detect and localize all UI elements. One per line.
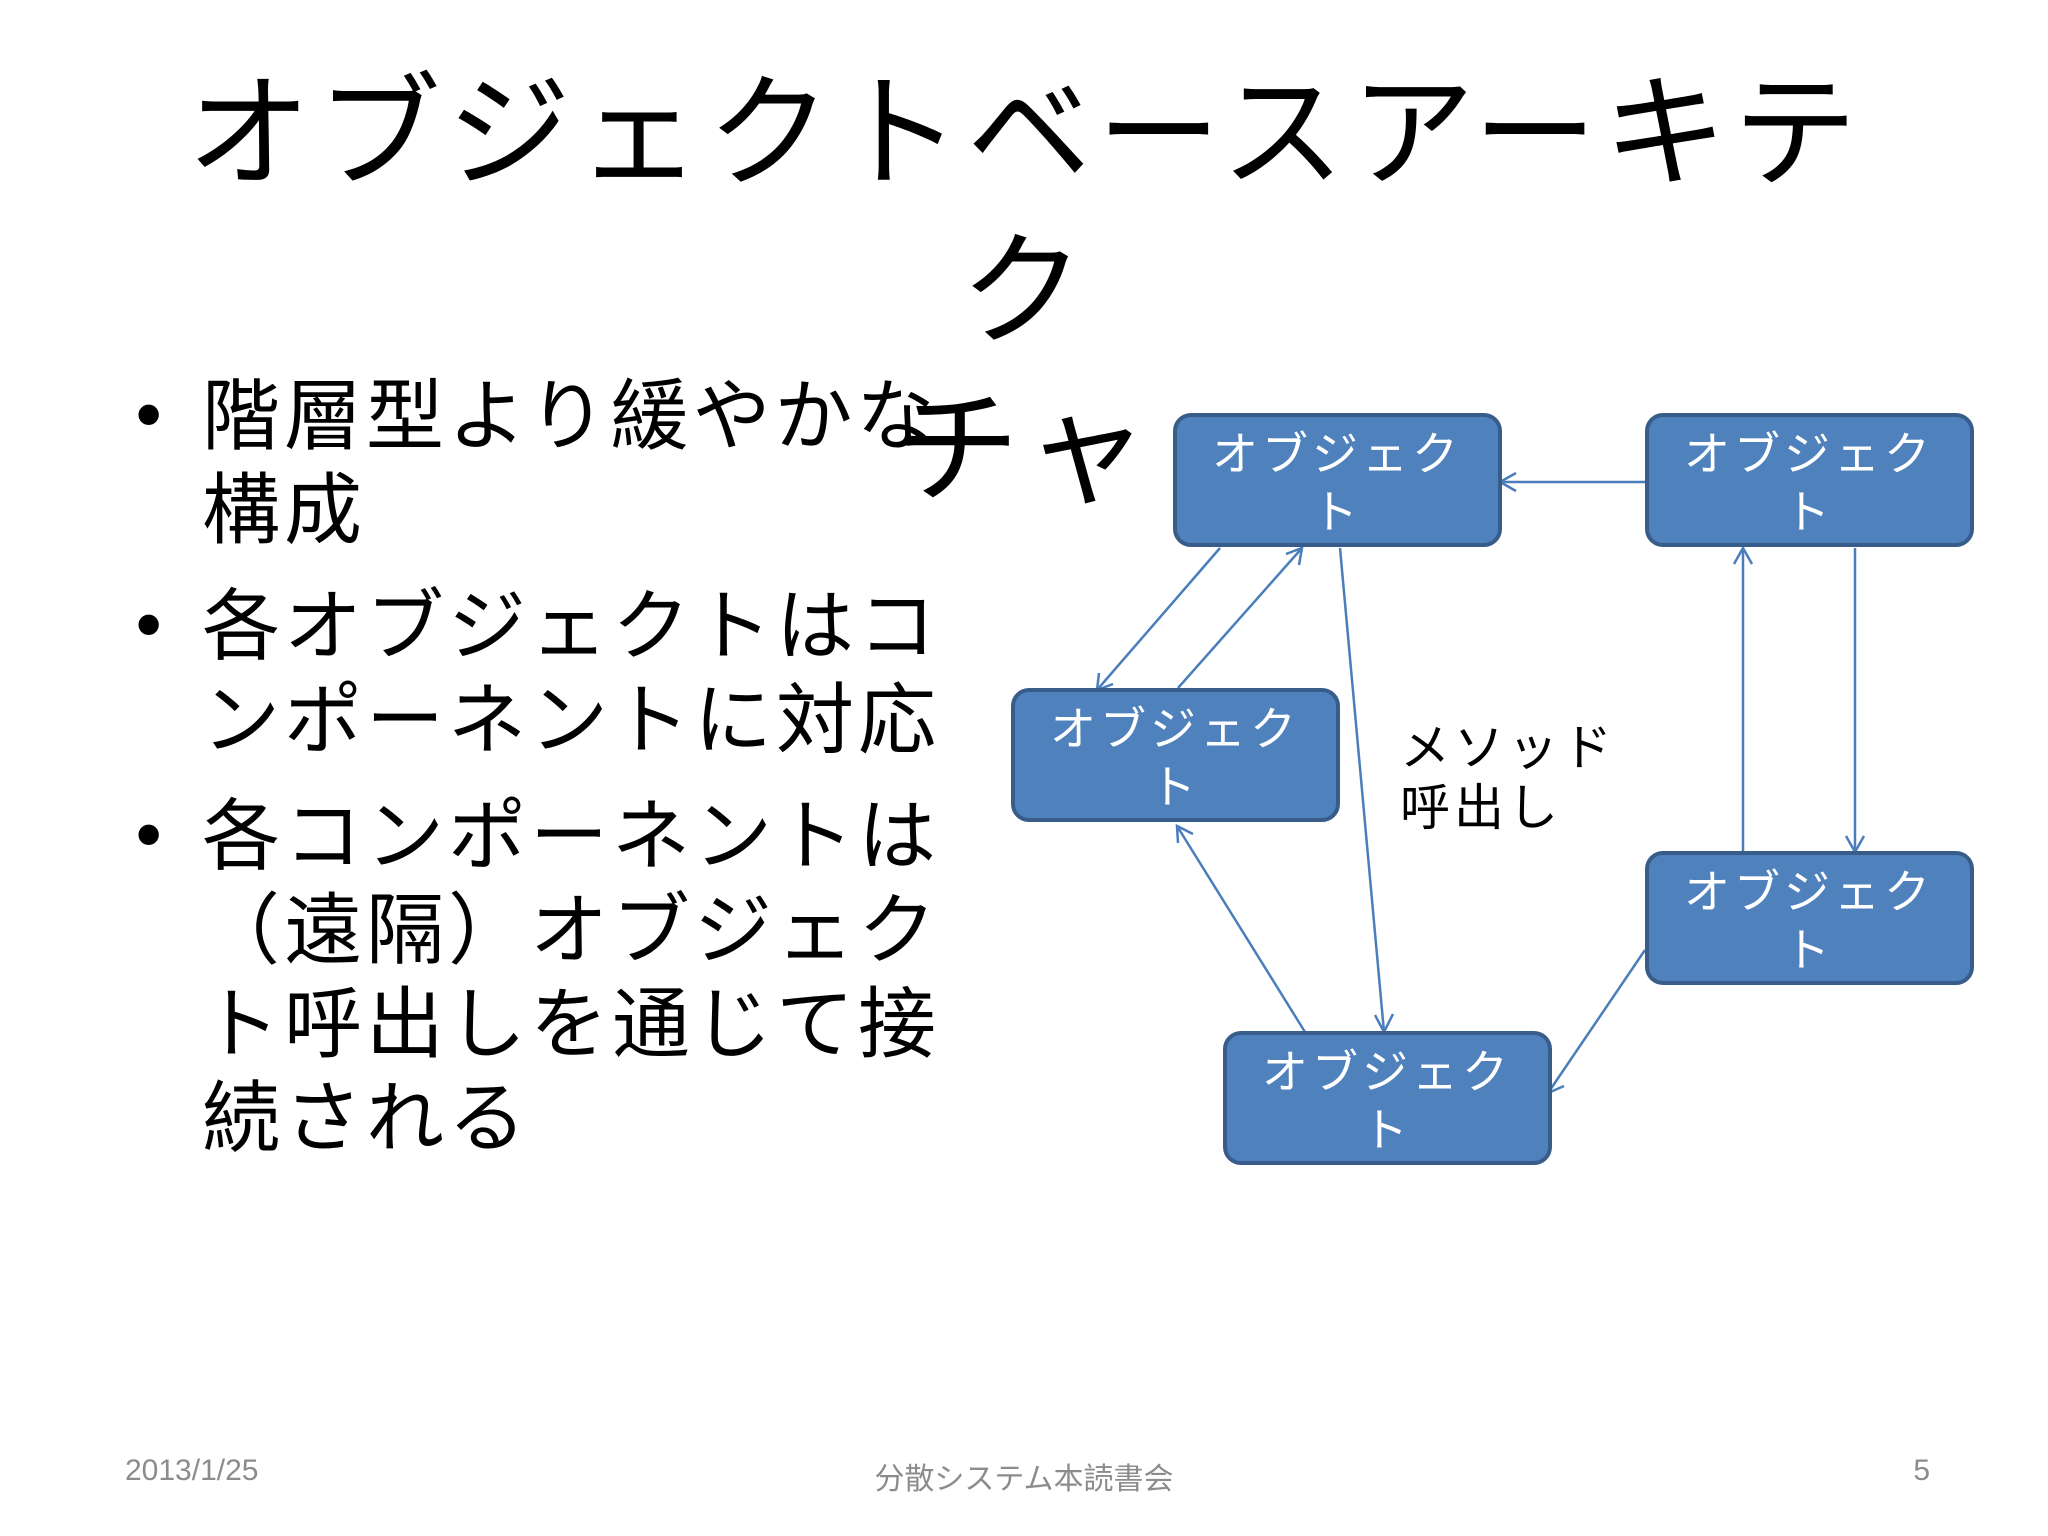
edge-bottom-right-to-top-right [1732,545,1754,852]
bullet-list: • 階層型より緩やかな 構成 • 各オブジェクトはコ ンポーネントに対応 • 各… [120,370,940,1188]
page-number: 5 [1913,1454,1930,1487]
bullet-text: 続される [202,1074,531,1164]
slide-title: オブジェクトベースアーキテク チャ [130,55,1920,529]
footer-date: 2013/1/25 [125,1454,259,1487]
bullet-text: ト呼出しを通じて接 [202,980,941,1070]
object-node-middle-left: オブジェク ト [1011,688,1340,822]
node-label: ト [1150,760,1200,814]
method-call-label: メソッド 呼出し [1400,719,1616,837]
title-line-1: オブジェクトベースアーキテク [186,62,1864,364]
bullet-dot: • [128,586,174,668]
node-label: ト [1362,1103,1412,1157]
bullet-item: • 各コンポーネントは （遠隔）オブジェク ト呼出しを通じて接 続される [120,790,940,1166]
bullet-dot: • [128,796,174,878]
edge-middle-left-to-top-left [1177,546,1304,689]
bullet-item: • 階層型より緩やかな 構成 [120,370,940,558]
bullet-text: 各コンポーネントは [202,792,941,882]
method-call-label-line-1: メソッド [1400,719,1616,777]
edge-bottom-center-to-middle-left [1175,823,1307,1033]
node-label: ト [1784,923,1834,977]
edge-bottom-right-to-bottom-center [1546,949,1647,1096]
node-label: ト [1312,485,1362,539]
object-node-top-right: オブジェク ト [1645,413,1974,547]
node-label: オブジェク [1262,1045,1512,1099]
edge-top-right-to-top-left [1497,471,1647,493]
bullet-text: 各オブジェクトはコ [202,582,941,672]
bullet-text: 階層型より緩やかな [202,372,939,462]
footer-title: 分散システム本読書会 [874,1463,1174,1496]
object-node-bottom-center: オブジェク ト [1223,1031,1552,1165]
node-label: オブジェク [1684,865,1934,919]
bullet-text: 構成 [202,466,367,556]
bullet-item: • 各オブジェクトはコ ンポーネントに対応 [120,580,940,768]
object-node-top-left: オブジェク ト [1173,413,1502,547]
node-label: オブジェク [1050,702,1300,756]
method-call-label-line-2: 呼出し [1400,779,1562,837]
node-label: オブジェク [1212,427,1462,481]
edge-top-left-to-middle-left [1095,547,1221,692]
title-line-2: チャ [895,378,1155,522]
bullet-dot: • [128,376,174,458]
edge-top-left-to-bottom-center [1338,547,1395,1035]
bullet-text: ンポーネントに対応 [202,676,941,766]
bullet-text: （遠隔）オブジェク [202,886,941,976]
node-label: ト [1784,485,1834,539]
edge-top-right-to-bottom-right [1844,548,1866,855]
node-label: オブジェク [1684,427,1934,481]
object-node-bottom-right: オブジェク ト [1645,851,1974,985]
